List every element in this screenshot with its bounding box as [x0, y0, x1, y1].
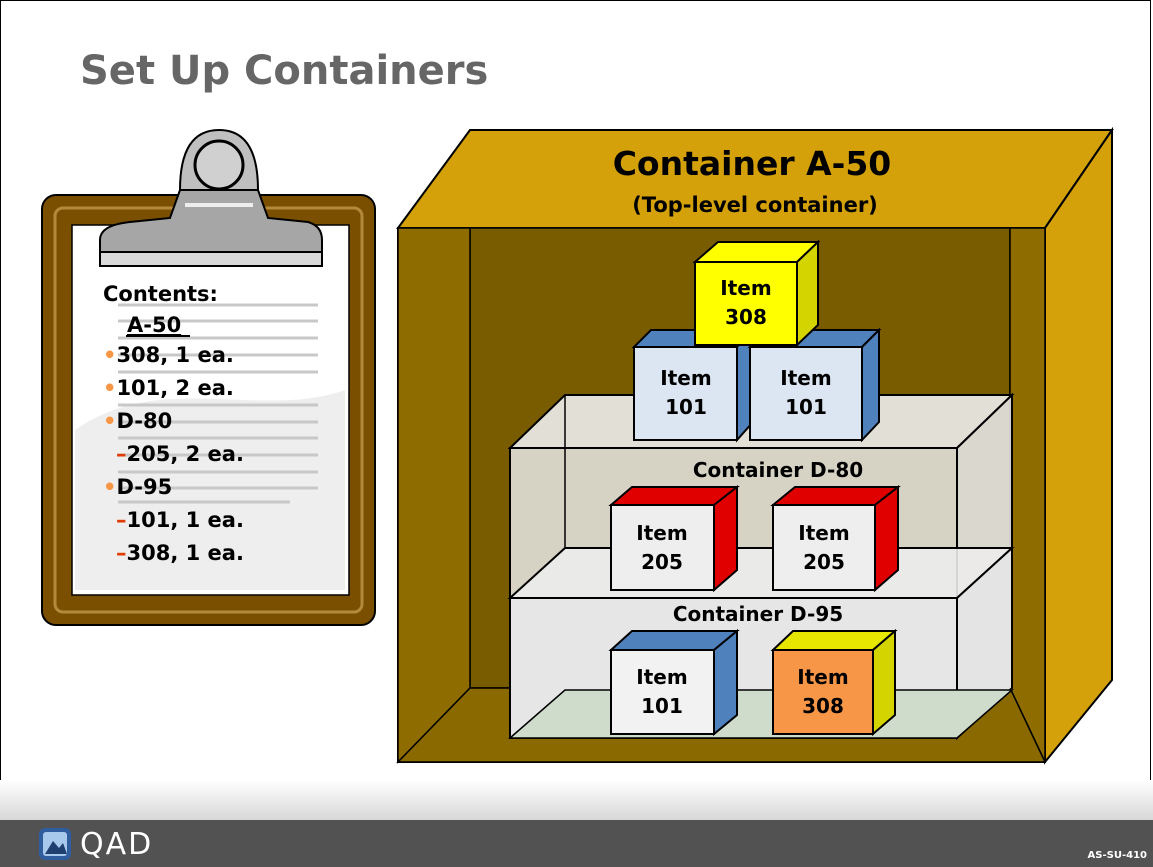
- svg-text:308: 308: [725, 305, 767, 329]
- svg-text:Item: Item: [636, 521, 687, 545]
- item-box-308-top: Item 308: [692, 239, 821, 348]
- a50-title: Container A-50: [613, 144, 892, 183]
- dash-marker: –: [116, 442, 127, 466]
- slide-code: AS-SU-410: [1087, 850, 1147, 861]
- item-box-205-right: Item 205: [770, 484, 901, 593]
- bullet-marker: •: [103, 409, 116, 433]
- crate-inner-left: [397, 227, 471, 764]
- footer-fade: [0, 780, 1153, 820]
- d95-floor: [508, 689, 1014, 739]
- a50-subtitle: (Top-level container): [632, 193, 878, 217]
- item-box-205-left: Item 205: [608, 484, 740, 593]
- clipboard-line: •308, 1 ea.: [103, 343, 234, 367]
- svg-text:Item: Item: [780, 366, 831, 390]
- clipboard-lines: •308, 1 ea.•101, 2 ea.•D-80–205, 2 ea.•D…: [103, 343, 244, 565]
- qad-logo: QAD: [38, 826, 154, 862]
- item-box-101-d95: Item 101: [608, 628, 740, 737]
- clipboard-line-text: 308, 1 ea.: [127, 541, 244, 565]
- clipboard-line: –101, 1 ea.: [116, 508, 244, 532]
- svg-text:101: 101: [785, 395, 827, 419]
- d95-top: [507, 547, 1015, 599]
- slide-title: Set Up Containers: [80, 48, 489, 94]
- dash-marker: –: [116, 541, 127, 565]
- d80-title: Container D-80: [693, 458, 863, 482]
- crate-right-side: [1044, 126, 1113, 765]
- clipboard-line: •101, 2 ea.: [103, 376, 234, 400]
- container-d95: Container D-95: [507, 545, 1015, 741]
- clipboard-line-text: 101, 1 ea.: [127, 508, 244, 532]
- svg-text:101: 101: [641, 694, 683, 718]
- clipboard-line: –308, 1 ea.: [116, 541, 244, 565]
- dash-marker: –: [116, 508, 127, 532]
- bullet-marker: •: [103, 475, 116, 499]
- item-box-101-left: Item 101: [631, 327, 756, 443]
- svg-text:Item: Item: [720, 276, 771, 300]
- clipboard-clip: [99, 128, 323, 267]
- clipboard-root: A-50: [127, 313, 181, 337]
- crate-inner-right: [1009, 227, 1046, 763]
- item-box-101-right: Item 101: [747, 327, 882, 443]
- clipboard-line-text: 101, 2 ea.: [116, 376, 233, 400]
- clipboard-line-text: 308, 1 ea.: [116, 343, 233, 367]
- item-box-308-d95: Item 308: [770, 628, 898, 737]
- bullet-marker: •: [103, 343, 116, 367]
- clipboard-line-text: D-80: [116, 409, 172, 433]
- svg-text:Item: Item: [798, 521, 849, 545]
- clipboard-heading: Contents:: [103, 282, 218, 306]
- svg-text:308: 308: [802, 694, 844, 718]
- brand-name: QAD: [80, 826, 154, 862]
- clipboard: Contents: A-50 •308, 1 ea.•101, 2 ea.•D-…: [41, 128, 376, 626]
- svg-text:Item: Item: [660, 366, 711, 390]
- clipboard-line: •D-95: [103, 475, 172, 499]
- svg-text:Item: Item: [636, 665, 687, 689]
- bullet-marker: •: [103, 376, 116, 400]
- clipboard-line-text: 205, 2 ea.: [127, 442, 244, 466]
- clipboard-line-text: D-95: [116, 475, 172, 499]
- svg-text:101: 101: [665, 395, 707, 419]
- svg-text:205: 205: [641, 550, 683, 574]
- d95-title: Container D-95: [673, 602, 843, 626]
- footer-bar: [0, 820, 1153, 867]
- paper-ruled-lines: [118, 303, 318, 504]
- paper-shadow: [75, 390, 345, 590]
- clipboard-line: •D-80: [103, 409, 172, 433]
- qad-logo-icon: [39, 828, 71, 860]
- clipboard-line: –205, 2 ea.: [116, 442, 244, 466]
- svg-text:205: 205: [803, 550, 845, 574]
- svg-text:Item: Item: [797, 665, 848, 689]
